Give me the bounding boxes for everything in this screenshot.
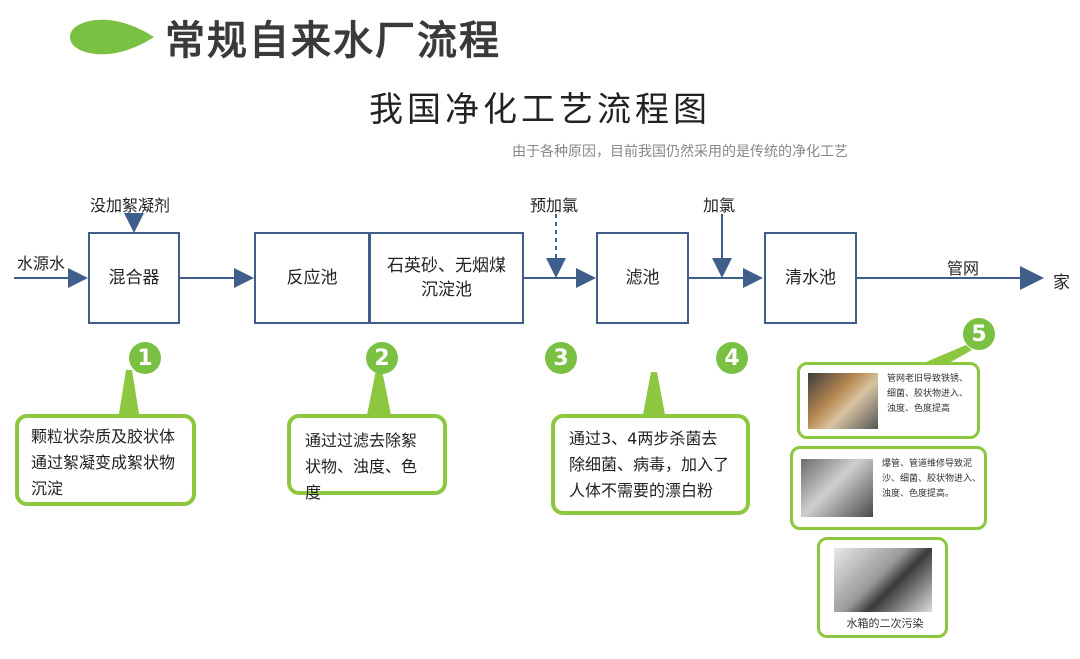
step-3-badge: 3 bbox=[545, 342, 577, 374]
header-title: 常规自来水厂流程 bbox=[165, 18, 501, 64]
pipe-burst-text: 爆管、管道维修导致泥沙、细菌、胶状物进入、浊度、色度提高。 bbox=[882, 459, 982, 499]
step-5-badge: 5 bbox=[963, 318, 995, 350]
prechlorine-label: 预加氯 bbox=[530, 196, 579, 215]
filter-tank-box: 滤池 bbox=[596, 232, 689, 324]
pipe-aging-text: 管网老旧导致铁锈、细菌、胶状物进入、浊度、色度提高 bbox=[887, 374, 969, 414]
callout-step-2: 通过过滤去除絮状物、浊度、色度 bbox=[287, 414, 447, 502]
home-label: 家 bbox=[1053, 273, 1070, 293]
step-1-badge: 1 bbox=[129, 342, 161, 374]
source-label: 水源水 bbox=[17, 254, 66, 273]
chlorine-label: 加氯 bbox=[703, 196, 736, 215]
clear-water-tank-label: 清水池 bbox=[785, 268, 836, 288]
flocculant-label: 没加絮凝剂 bbox=[90, 196, 171, 215]
reaction-tank-box: 反应池 bbox=[254, 232, 370, 324]
step-4-badge: 4 bbox=[716, 342, 748, 374]
mixer-label: 混合器 bbox=[108, 268, 160, 288]
pipe-repair-photo bbox=[801, 459, 873, 517]
filter-tank-label: 滤池 bbox=[625, 268, 660, 288]
callout-step-1: 颗粒状杂质及胶状体通过絮凝变成絮状物沉淀 bbox=[15, 414, 196, 506]
diagram-title: 我国净化工艺流程图 bbox=[369, 90, 711, 130]
pipe-aging-card: 管网老旧导致铁锈、细菌、胶状物进入、浊度、色度提高 bbox=[797, 362, 980, 439]
leaf-icon bbox=[70, 19, 154, 55]
callout-step-3: 通过3、4两步杀菌去除细菌、病毒，加入了人体不需要的漂白粉 bbox=[551, 414, 750, 515]
sedimentation-tank-box: 石英砂、无烟煤沉淀池 bbox=[369, 232, 524, 324]
step-2-badge: 2 bbox=[366, 342, 398, 374]
water-tank-card: 水箱的二次污染 bbox=[817, 537, 948, 638]
rusty-pipe-photo bbox=[808, 373, 878, 429]
diagram-subtitle: 由于各种原因，目前我国仍然采用的是传统的净化工艺 bbox=[512, 144, 848, 160]
water-tank-photo bbox=[834, 548, 932, 612]
mixer-box: 混合器 bbox=[88, 232, 180, 324]
pipe-burst-card: 爆管、管道维修导致泥沙、细菌、胶状物进入、浊度、色度提高。 bbox=[790, 446, 987, 530]
sedimentation-tank-label: 石英砂、无烟煤沉淀池 bbox=[387, 256, 506, 300]
clear-water-tank-box: 清水池 bbox=[764, 232, 857, 324]
reaction-tank-label: 反应池 bbox=[286, 268, 338, 288]
water-tank-text: 水箱的二次污染 bbox=[846, 617, 924, 630]
pipe-label: 管网 bbox=[947, 259, 980, 278]
